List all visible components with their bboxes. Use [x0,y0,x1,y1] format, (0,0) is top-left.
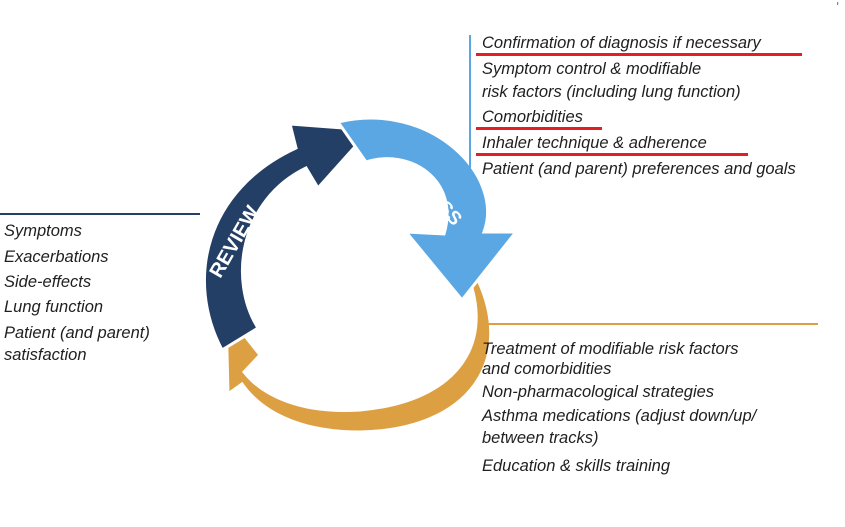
diagnosis-underline [476,53,802,56]
adjust-item-medications-line1: Asthma medications (adjust down/up/ [482,407,757,425]
assess-item-risk-factors: risk factors (including lung function) [482,83,741,101]
adjust-item-treatment-line2: and comorbidities [482,360,612,378]
adjust-arrow [224,254,493,434]
review-item-satisfaction-line2: satisfaction [4,346,87,364]
assess-item-comorbidities: Comorbidities [482,108,583,126]
review-item-satisfaction-line1: Patient (and parent) [4,324,150,342]
review-item-exacerbations: Exacerbations [4,248,109,266]
review-connector-line [0,213,200,215]
review-item-side-effects: Side-effects [4,273,92,291]
assess-connector-line [469,35,471,175]
assess-item-preferences: Patient (and parent) preferences and goa… [482,160,796,178]
assess-item-inhaler-technique: Inhaler technique & adherence [482,134,707,152]
adjust-item-non-pharmacological: Non-pharmacological strategies [482,383,715,401]
inhaler-technique-underline [476,153,748,156]
assess-item-diagnosis: Confirmation of diagnosis if necessary [482,34,761,52]
adjust-item-education: Education & skills training [482,457,671,475]
review-item-lung-function: Lung function [4,298,104,316]
assess-item-symptom-control: Symptom control & modifiable [482,60,702,78]
adjust-item-medications-line2: between tracks) [482,429,599,447]
review-item-symptoms: Symptoms [4,222,82,240]
corner-mark: ʼ [836,0,839,14]
adjust-connector-line [480,323,818,325]
adjust-label: ADJUST [335,350,414,396]
comorbidities-underline [476,127,602,130]
adjust-item-treatment-line1: Treatment of modifiable risk factors [482,340,739,358]
assess-arrow [335,116,520,303]
